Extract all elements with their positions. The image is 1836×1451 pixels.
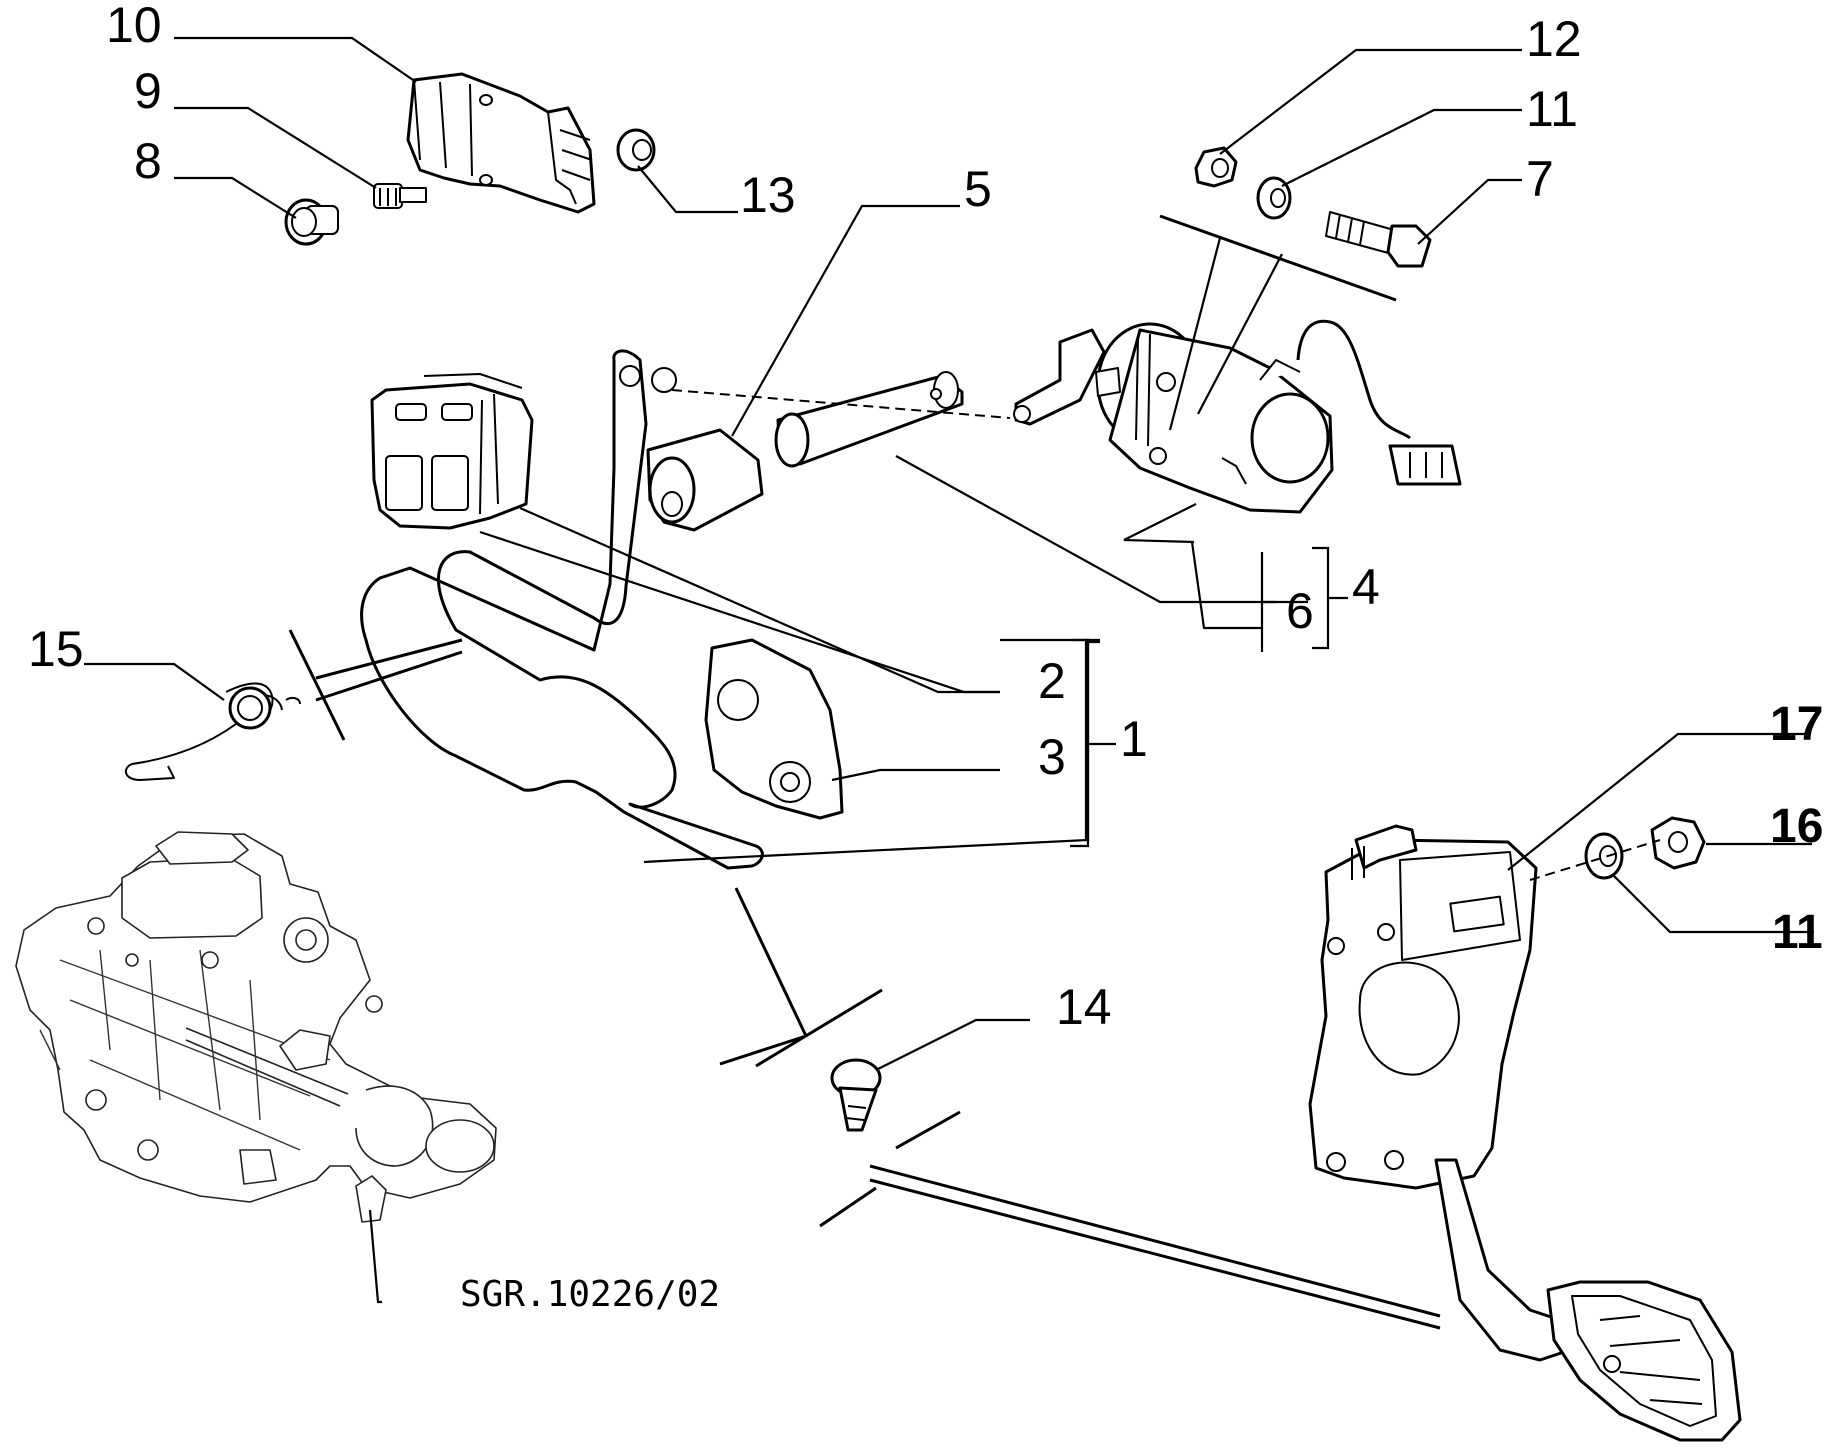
callout-11-top: 11 [1526, 81, 1578, 137]
callout-9: 9 [134, 63, 162, 119]
break-mark-top-right [1159, 214, 1397, 302]
break-mark-lower [719, 887, 883, 1068]
axis-line-pedal [1529, 839, 1661, 881]
callout-12: 12 [1526, 11, 1582, 67]
axis-line [671, 389, 1011, 419]
callout-15: 15 [28, 621, 84, 677]
washer-part-11-top [1256, 176, 1292, 220]
nut-part-13 [616, 128, 656, 172]
callout-5: 5 [964, 161, 992, 217]
bushing-part-5 [646, 428, 764, 532]
callout-14: 14 [1056, 979, 1112, 1035]
injection-pump-illustration [15, 831, 497, 1223]
cap-part-8 [284, 198, 339, 246]
callout-17: 17 [1770, 698, 1823, 751]
lever-arm-part-1 [360, 349, 764, 870]
callout-8: 8 [134, 133, 162, 189]
callout-13: 13 [740, 167, 796, 223]
washer-part-11-lower [1584, 832, 1624, 880]
sensor-assembly-part-4 [1013, 319, 1462, 514]
leader-lines [84, 36, 1814, 1304]
shaft-part-6 [774, 371, 964, 468]
callout-6: 6 [1286, 583, 1314, 639]
nut-part-16 [1650, 816, 1706, 870]
callout-16: 16 [1770, 800, 1823, 853]
callout-7: 7 [1526, 151, 1554, 207]
pivot-plate-part-3 [704, 638, 844, 820]
break-mark-left [288, 629, 346, 741]
callout-10: 10 [106, 0, 162, 53]
spring-part-15 [124, 682, 301, 781]
bolt-part-7 [1325, 211, 1432, 268]
group-bracket-4 [1312, 546, 1330, 650]
callout-3: 3 [1038, 729, 1066, 785]
callout-labels: 10 9 8 13 5 12 11 7 6 4 15 2 1 3 14 17 1… [28, 0, 1823, 1315]
stopper-part-14 [830, 1058, 882, 1132]
break-mark-pedal [819, 1110, 1441, 1330]
callout-4: 4 [1352, 559, 1380, 615]
reference-code: SGR.10226/02 [460, 1274, 720, 1315]
callout-11-lower: 11 [1772, 906, 1823, 959]
lever-blocks-part-2 [370, 373, 534, 530]
callout-2: 2 [1038, 653, 1066, 709]
callout-1: 1 [1120, 711, 1148, 767]
bolt-part-9 [373, 183, 427, 209]
nut-part-12 [1194, 146, 1238, 188]
pedal-assembly-part-17 [1308, 824, 1742, 1442]
break-mark-left-lines [315, 638, 463, 702]
bracket-part-10 [406, 72, 596, 214]
